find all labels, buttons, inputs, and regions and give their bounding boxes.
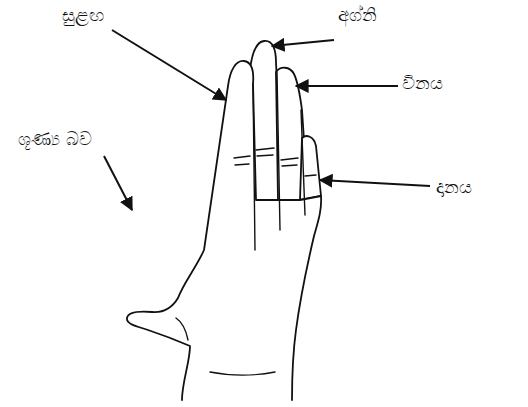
finger-label: සුළඟ xyxy=(62,4,104,26)
finger-line xyxy=(301,110,305,215)
finger-label: ශූණ්‍ය බව xyxy=(18,128,92,150)
knuckle-crease xyxy=(281,158,298,166)
thumb-crease xyxy=(176,318,188,340)
leader-arrow xyxy=(104,156,132,210)
finger-label: අග්නි xyxy=(338,4,377,26)
knuckle-crease xyxy=(256,148,274,156)
finger-label: දානය xyxy=(436,176,472,198)
wrist-crease xyxy=(210,372,275,375)
leader-arrow xyxy=(272,40,334,46)
knuckle-crease xyxy=(305,175,316,176)
knuckle-crease xyxy=(234,156,250,165)
finger-line xyxy=(277,72,280,230)
hand-outline xyxy=(127,61,321,400)
leader-arrow xyxy=(296,85,398,87)
finger-line xyxy=(253,84,255,250)
leader-arrow xyxy=(320,180,430,186)
leader-arrow xyxy=(112,30,226,100)
finger-label: විනය xyxy=(402,72,443,94)
